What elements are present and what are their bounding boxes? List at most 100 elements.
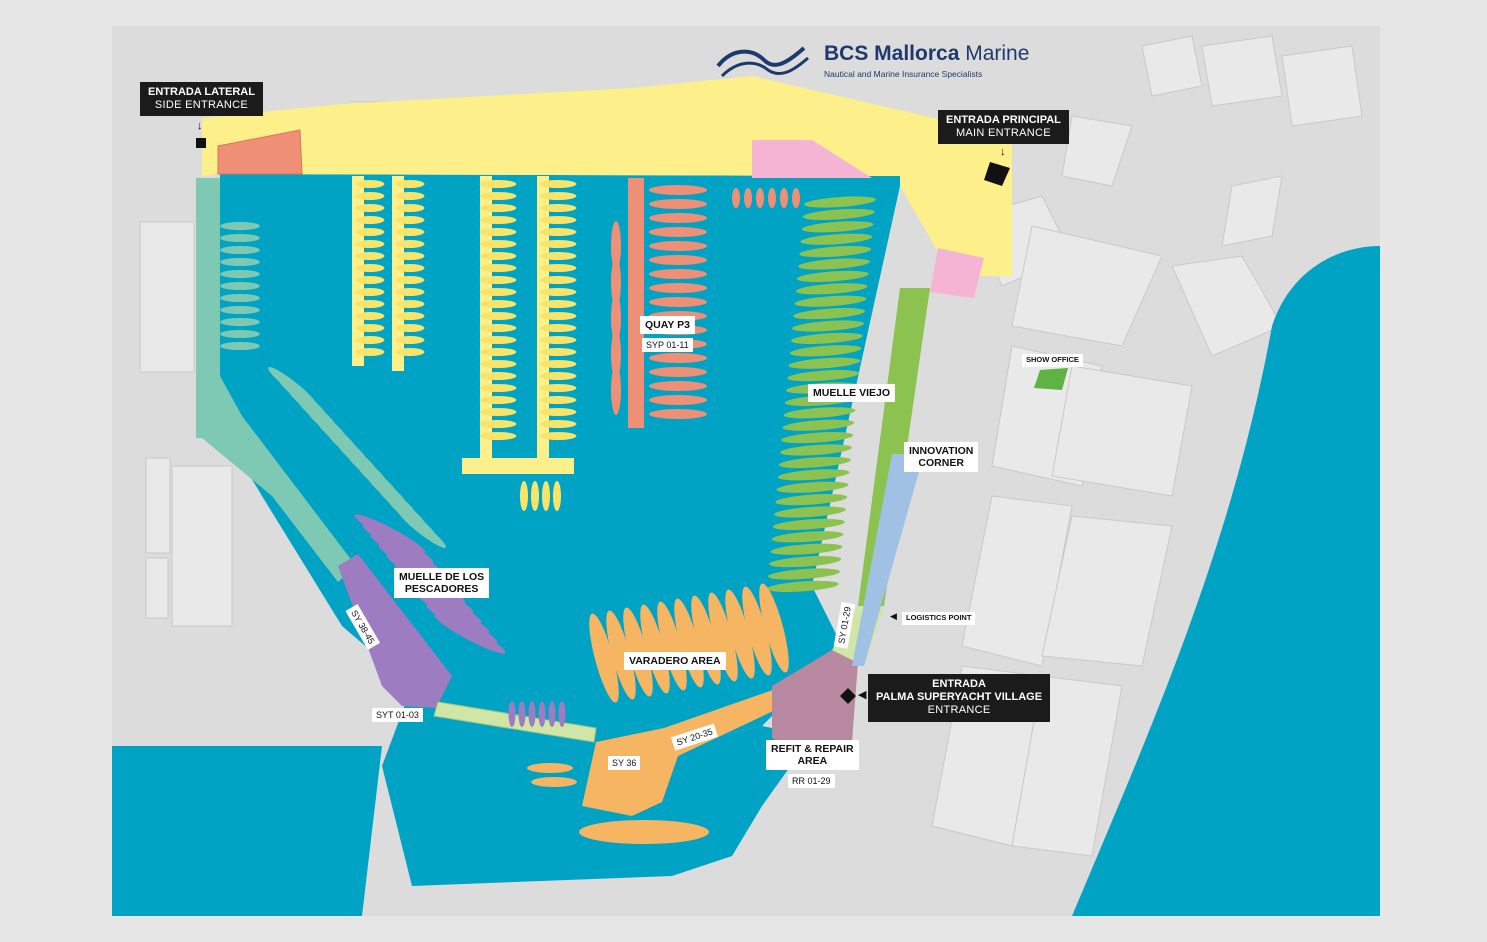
yacht-marker [801, 221, 874, 233]
yacht-marker [355, 288, 385, 296]
yacht-marker [649, 185, 707, 195]
yacht-marker [395, 288, 425, 296]
salmon-block [217, 129, 303, 175]
yacht-marker [479, 384, 517, 392]
yacht-marker [538, 701, 546, 727]
yacht-marker [479, 300, 517, 308]
yacht-marker [220, 294, 260, 302]
yacht-marker [355, 276, 385, 284]
yacht-marker [539, 420, 577, 428]
marina-map: BCS Mallorca Marine Nautical and Marine … [112, 26, 1380, 916]
yacht-marker [479, 420, 517, 428]
yacht-marker [649, 227, 707, 237]
yacht-marker [528, 701, 536, 727]
innovation-corner-label: INNOVATION CORNER [904, 442, 979, 473]
yacht-marker [539, 264, 577, 272]
yacht-marker [553, 481, 561, 511]
brand-name: BCS Mallorca Marine [824, 42, 1030, 65]
yacht-marker [355, 192, 385, 200]
yacht-marker [479, 408, 517, 416]
yacht-marker [395, 276, 425, 284]
west-quay-zone [196, 178, 356, 582]
village-entrance-subtitle: ENTRANCE [927, 704, 991, 717]
open-sea-east [1072, 246, 1380, 916]
yacht-marker [355, 180, 385, 188]
yacht-marker [479, 312, 517, 320]
yacht-marker [220, 330, 260, 338]
yacht-marker [780, 444, 852, 456]
main-entrance-arrow-icon: ↓ [1000, 146, 1006, 158]
yacht-marker [395, 192, 425, 200]
yacht-marker [539, 432, 577, 440]
yacht-marker [804, 196, 876, 208]
yacht-marker [796, 270, 869, 282]
yacht-marker [479, 252, 517, 260]
yacht-marker [606, 610, 636, 700]
yacht-marker [611, 329, 621, 379]
logistics-arrow-icon: ◀ [890, 611, 897, 621]
yacht-marker [220, 342, 260, 350]
yacht-marker [776, 481, 849, 493]
yacht-marker [539, 192, 577, 200]
yacht-marker [395, 300, 425, 308]
yacht-marker [518, 701, 526, 727]
yacht-marker [220, 318, 260, 326]
yacht-marker [742, 586, 772, 676]
yacht-marker [479, 276, 517, 284]
yacht-marker [649, 283, 707, 293]
yacht-marker [479, 240, 517, 248]
side-entrance-subtitle: SIDE ENTRANCE [154, 99, 249, 112]
yacht-marker [539, 228, 577, 236]
yacht-marker [220, 282, 260, 290]
yacht-marker [539, 180, 577, 188]
yacht-marker [355, 348, 385, 356]
yacht-marker [649, 241, 707, 251]
yacht-marker [744, 188, 752, 208]
yacht-marker [802, 208, 875, 220]
yacht-marker [766, 580, 839, 592]
village-entrance-name: PALMA SUPERYACHT VILLAGE [876, 691, 1043, 704]
yacht-marker [579, 820, 709, 844]
yacht-marker [539, 396, 577, 404]
yacht-marker [479, 432, 517, 440]
yacht-marker [355, 300, 385, 308]
yacht-marker [355, 252, 385, 260]
yacht-marker [434, 614, 506, 654]
varadero-zone [582, 686, 788, 816]
berth-code-sy-36: SY 36 [608, 756, 641, 771]
yacht-marker [774, 506, 846, 518]
yacht-marker [611, 293, 621, 343]
yacht-marker [799, 246, 872, 258]
yacht-marker [531, 481, 539, 511]
yacht-marker [395, 348, 425, 356]
yacht-marker [539, 348, 577, 356]
show-office-marker [1034, 368, 1068, 390]
yacht-marker [759, 583, 789, 673]
main-entrance-subtitle: MAIN ENTRANCE [955, 127, 1051, 140]
yacht-marker [770, 543, 843, 555]
side-entrance-marker [196, 138, 206, 148]
pescadores-quay-zone [338, 554, 452, 708]
yacht-marker [756, 188, 764, 208]
yacht-marker [527, 763, 573, 773]
yacht-marker [782, 419, 855, 431]
yacht-marker [790, 332, 863, 344]
boat-markers [220, 176, 876, 844]
yacht-marker [725, 589, 755, 679]
yacht-marker [800, 233, 873, 245]
yacht-marker [771, 531, 844, 543]
pier-crosswalk [462, 458, 574, 474]
quay-p3-label: QUAY P3 [640, 316, 695, 335]
show-office-label: SHOW OFFICE [1022, 354, 1083, 367]
yacht-marker [395, 324, 425, 332]
yacht-marker [479, 360, 517, 368]
yacht-marker [775, 494, 848, 506]
village-entrance-marker [840, 688, 856, 704]
quay-p3-code: SYP 01-11 [642, 338, 693, 353]
yacht-marker [649, 353, 707, 363]
refit-code: RR 01-29 [788, 774, 835, 789]
yacht-marker [542, 481, 550, 511]
yacht-marker [355, 240, 385, 248]
yacht-marker [479, 396, 517, 404]
berth-code-syt-01-03: SYT 01-03 [372, 708, 423, 723]
